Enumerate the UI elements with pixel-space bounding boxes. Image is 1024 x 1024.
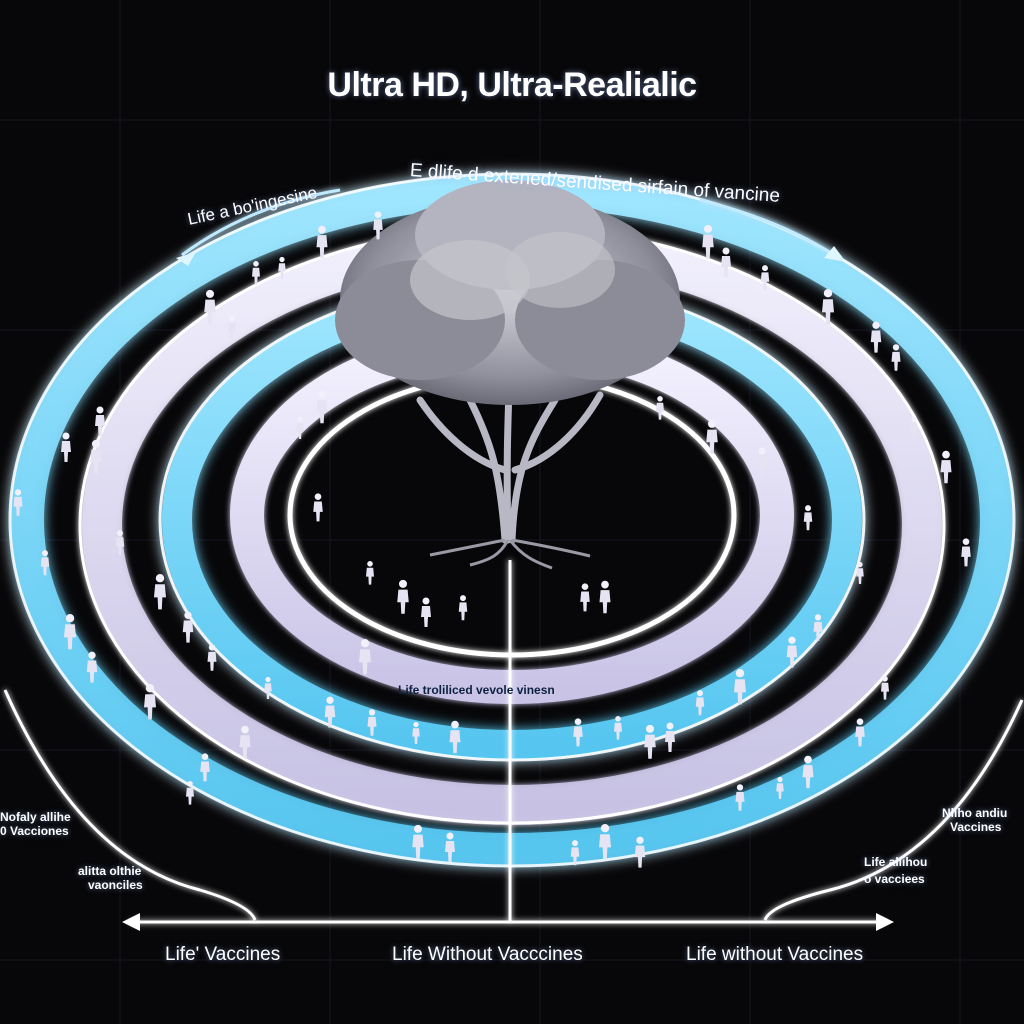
right-mid-lower-label: o vacciees bbox=[864, 872, 925, 886]
person-icon bbox=[813, 614, 823, 641]
person-icon bbox=[870, 321, 882, 353]
person-icon bbox=[910, 416, 918, 439]
arrow-left-icon bbox=[122, 913, 140, 931]
person-icon bbox=[634, 836, 646, 868]
person-icon bbox=[757, 447, 767, 477]
person-icon bbox=[412, 824, 424, 859]
person-icon bbox=[656, 396, 664, 420]
person-icon bbox=[228, 316, 236, 340]
person-icon bbox=[803, 505, 813, 531]
person-icon bbox=[373, 211, 383, 240]
person-icon bbox=[359, 639, 371, 675]
person-icon bbox=[599, 580, 611, 614]
person-icon bbox=[644, 724, 656, 759]
person-icon bbox=[940, 450, 952, 484]
person-icon bbox=[881, 676, 889, 700]
person-icon bbox=[706, 419, 718, 454]
person-icon bbox=[316, 390, 328, 424]
arrow-right-icon bbox=[876, 913, 894, 931]
person-icon bbox=[182, 611, 194, 643]
person-icon bbox=[822, 289, 834, 325]
person-icon bbox=[313, 493, 323, 522]
person-icon bbox=[599, 824, 611, 860]
person-icon bbox=[264, 676, 272, 699]
tree-icon bbox=[335, 180, 685, 570]
person-icon bbox=[239, 725, 251, 759]
person-icon bbox=[86, 651, 98, 683]
person-icon bbox=[64, 614, 76, 650]
person-icon bbox=[95, 406, 105, 436]
bottom-axis bbox=[3, 560, 1024, 924]
person-icon bbox=[961, 538, 971, 567]
bottom-center-label: Life Without Vacccines bbox=[392, 944, 583, 965]
person-icon bbox=[665, 722, 675, 752]
person-icon bbox=[458, 595, 468, 621]
bottom-left-label: Life' Vaccines bbox=[165, 944, 281, 965]
right-upper-side-label: Nliho andiu bbox=[942, 806, 1008, 820]
person-icon bbox=[614, 716, 622, 740]
person-icon bbox=[40, 550, 50, 576]
person-icon bbox=[278, 256, 286, 279]
person-icon bbox=[721, 247, 731, 277]
person-icon bbox=[573, 718, 583, 747]
person-icon bbox=[252, 261, 260, 285]
person-icon bbox=[154, 574, 166, 610]
diagram-title: Ultra HD, Ultra-Realialic bbox=[327, 66, 697, 104]
left-mid-lower-label: vaonciles bbox=[88, 878, 143, 892]
person-icon bbox=[13, 489, 23, 516]
person-icon bbox=[760, 265, 770, 291]
person-icon bbox=[324, 696, 336, 728]
person-icon bbox=[412, 721, 420, 744]
person-icon bbox=[421, 597, 431, 627]
person-icon bbox=[695, 690, 705, 716]
person-icon bbox=[802, 755, 814, 789]
left-upper-side-label: Nofaly allihe bbox=[0, 810, 71, 824]
right-lower-side-label: Vaccines bbox=[950, 820, 1002, 834]
arrow-left-icon bbox=[176, 252, 196, 266]
person-icon bbox=[144, 684, 156, 720]
person-icon bbox=[580, 583, 590, 612]
person-icon bbox=[786, 636, 798, 668]
person-icon bbox=[186, 781, 194, 805]
person-icon bbox=[891, 344, 901, 371]
left-mid-upper-label: alitta olthie bbox=[78, 864, 142, 878]
arrow-right-icon bbox=[824, 246, 846, 262]
person-icon bbox=[735, 784, 745, 811]
people-figures bbox=[13, 211, 971, 868]
right-mid-upper-label: Life allihou bbox=[864, 855, 928, 869]
person-icon bbox=[855, 718, 865, 747]
person-icon bbox=[449, 720, 461, 754]
person-icon bbox=[367, 709, 377, 736]
person-icon bbox=[200, 753, 210, 782]
left-lower-side-label: 0 Vacciones bbox=[0, 824, 69, 838]
person-icon bbox=[856, 561, 864, 584]
person-icon bbox=[397, 579, 409, 614]
person-icon bbox=[296, 416, 304, 439]
person-icon bbox=[570, 840, 580, 866]
person-icon bbox=[316, 225, 328, 259]
person-icon bbox=[776, 776, 784, 799]
person-icon bbox=[204, 289, 216, 324]
person-icon bbox=[702, 224, 714, 259]
person-icon bbox=[366, 561, 374, 585]
center-band-label: Life troliliced vevole vinesn bbox=[398, 683, 555, 697]
top-arc-arrows bbox=[181, 188, 835, 257]
person-icon bbox=[207, 644, 217, 671]
person-icon bbox=[61, 432, 71, 462]
bottom-right-label: Life without Vaccines bbox=[686, 944, 864, 965]
person-icon bbox=[734, 669, 746, 705]
person-icon bbox=[115, 530, 125, 556]
person-icon bbox=[445, 832, 455, 862]
person-icon bbox=[90, 439, 102, 474]
